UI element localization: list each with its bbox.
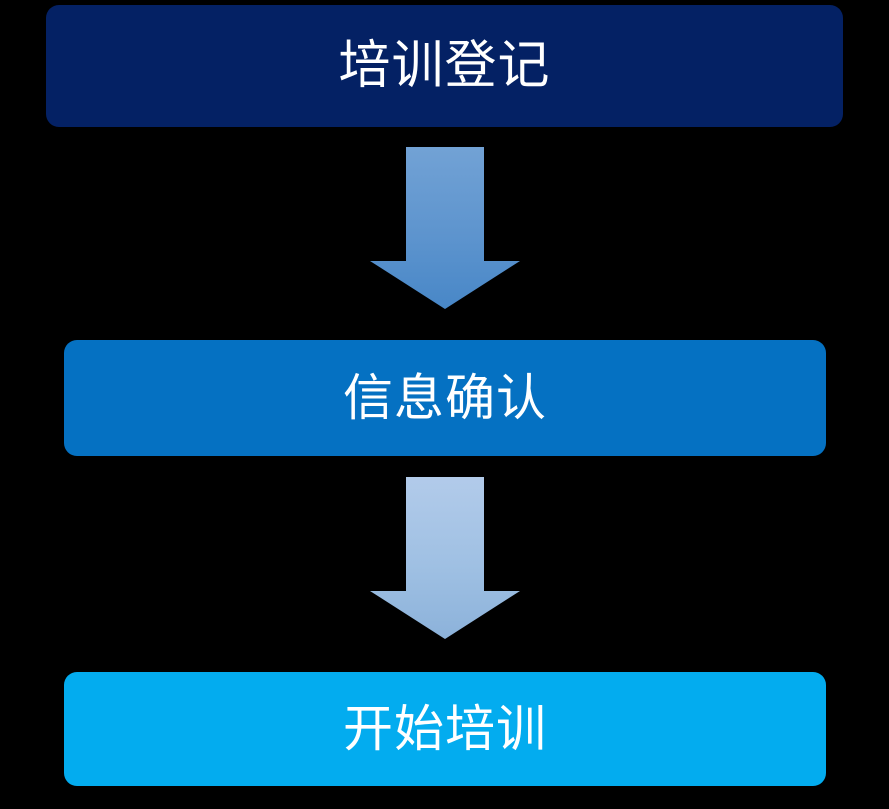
flow-node-registration-label: 培训登记 <box>338 37 551 95</box>
down-arrow-icon-registration-to-confirmation <box>370 147 520 309</box>
flow-node-registration[interactable]: 培训登记 <box>46 5 843 127</box>
down-arrow-icon-confirmation-to-start-training <box>370 477 520 639</box>
flow-node-start-training[interactable]: 开始培训 <box>64 672 826 786</box>
flow-node-confirmation-label: 信息确认 <box>343 370 547 426</box>
flow-node-confirmation[interactable]: 信息确认 <box>64 340 826 456</box>
flow-node-start-training-label: 开始培训 <box>343 701 547 757</box>
